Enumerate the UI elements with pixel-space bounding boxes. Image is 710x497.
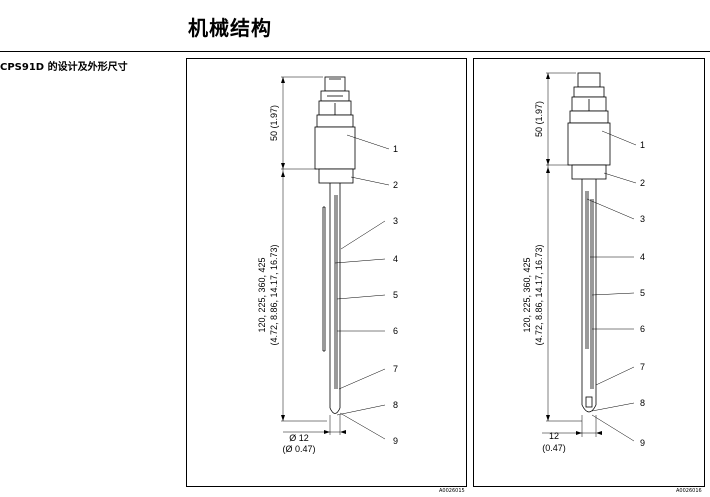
dim-length-inch-label: (4.72, 8.86, 14.17, 16.73) — [534, 244, 544, 345]
callout-5: 5 — [640, 288, 645, 298]
callout-5: 5 — [393, 290, 398, 300]
header-rule — [0, 51, 710, 52]
sensor-drawing-left: 50 (1.97) 120, 225, 360, 425 (4.72, 8.86… — [257, 76, 398, 454]
callout-1: 1 — [393, 144, 398, 154]
callout-7: 7 — [640, 362, 645, 372]
callout-1: 1 — [640, 140, 645, 150]
callout-4: 4 — [393, 254, 398, 264]
dim-dia-inch-label: (0.47) — [542, 443, 566, 453]
dim-length-label: 120, 225, 360, 425 — [522, 257, 532, 332]
callout-8: 8 — [393, 400, 398, 410]
callout-4: 4 — [640, 252, 645, 262]
dim-length-inch-label: (4.72, 8.86, 14.17, 16.73) — [269, 244, 279, 345]
callout-6: 6 — [640, 324, 645, 334]
callout-6: 6 — [393, 326, 398, 336]
section-subtitle: CPS91D 的设计及外形尺寸 — [0, 62, 128, 73]
dim-top-label: 50 (1.97) — [534, 101, 544, 137]
dim-dia-label: Ø 12 — [289, 433, 309, 443]
callout-9: 9 — [393, 436, 398, 446]
sensor-drawing-right: 50 (1.97) 120, 225, 360, 425 (4.72, 8.86… — [522, 72, 645, 453]
figure-left-code: A0026015 — [439, 488, 465, 494]
dim-top-label: 50 (1.97) — [269, 105, 279, 141]
figure-right-code: A0026016 — [676, 488, 702, 494]
dim-length-label: 120, 225, 360, 425 — [257, 257, 267, 332]
figure-left: 50 (1.97) 120, 225, 360, 425 (4.72, 8.86… — [186, 58, 467, 487]
callout-3: 3 — [393, 216, 398, 226]
callout-9: 9 — [640, 438, 645, 448]
callout-2: 2 — [393, 180, 398, 190]
callout-3: 3 — [640, 214, 645, 224]
page-title: 机械结构 — [188, 16, 272, 40]
dim-dia-label: 12 — [549, 431, 559, 441]
callout-7: 7 — [393, 364, 398, 374]
callout-8: 8 — [640, 398, 645, 408]
callout-2: 2 — [640, 178, 645, 188]
dim-dia-inch-label: (Ø 0.47) — [282, 444, 315, 454]
figure-right: 50 (1.97) 120, 225, 360, 425 (4.72, 8.86… — [473, 58, 705, 487]
